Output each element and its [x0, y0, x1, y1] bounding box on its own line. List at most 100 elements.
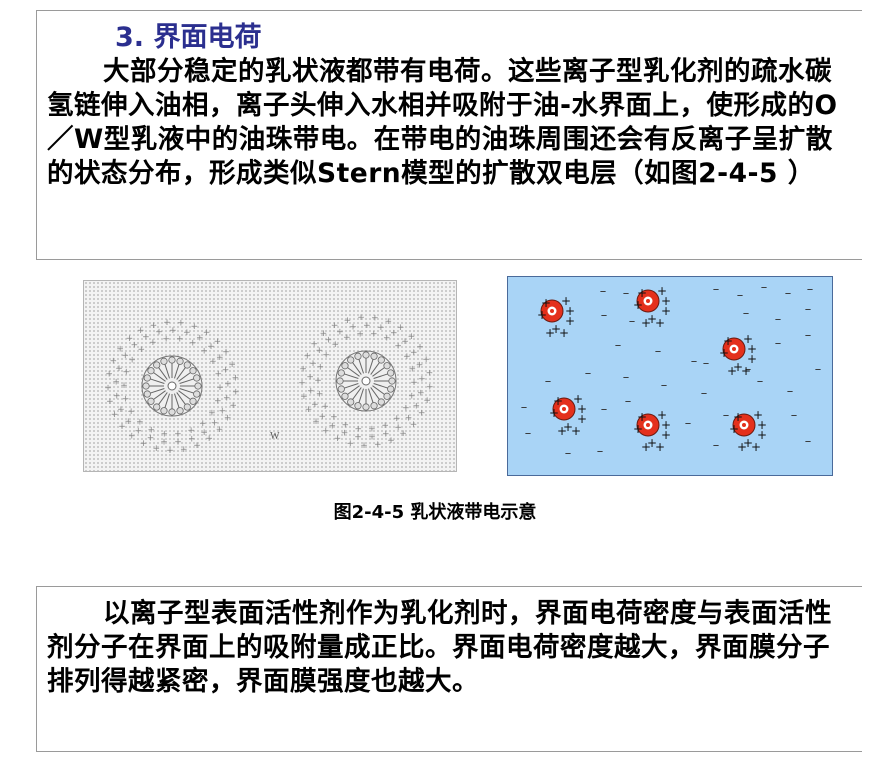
svg-text:+: + [549, 406, 559, 420]
svg-text:+: + [743, 332, 753, 346]
negative-ion: – [629, 314, 636, 329]
svg-text:+: + [408, 332, 416, 342]
svg-text:+: + [310, 339, 318, 349]
svg-text:+: + [347, 439, 355, 449]
svg-text:+: + [149, 338, 157, 348]
svg-text:+: + [647, 312, 657, 326]
svg-text:+: + [412, 402, 420, 412]
svg-text:+: + [128, 432, 136, 442]
svg-text:+: + [222, 366, 230, 376]
svg-text:+: + [331, 340, 339, 350]
svg-text:+: + [307, 387, 315, 397]
svg-text:+: + [733, 410, 743, 424]
svg-text:+: + [729, 422, 739, 436]
svg-text:+: + [304, 351, 312, 361]
svg-text:+: + [410, 348, 418, 358]
svg-text:+: + [577, 412, 587, 426]
svg-text:+: + [371, 314, 379, 324]
bottom-paragraph: 以离子型表面活性剂作为乳化剂时，界面电荷密度与表面活性剂分子在界面上的吸附量成正… [47, 598, 832, 697]
svg-text:+: + [188, 434, 196, 444]
svg-text:+: + [577, 402, 587, 416]
svg-text:+: + [418, 409, 426, 419]
svg-text:+: + [126, 334, 134, 344]
svg-text:+: + [216, 353, 224, 363]
svg-text:+: + [657, 284, 667, 298]
svg-text:+: + [166, 446, 174, 456]
svg-text:+: + [311, 400, 319, 410]
negative-ion: – [757, 374, 764, 389]
negative-ion: – [791, 408, 798, 423]
svg-text:+: + [410, 420, 418, 430]
svg-text:+: + [381, 421, 389, 431]
svg-text:+: + [128, 355, 136, 365]
svg-text:+: + [199, 419, 207, 429]
svg-text:+: + [216, 383, 224, 393]
svg-text:+: + [162, 334, 170, 344]
svg-text:+: + [177, 319, 185, 329]
negative-ion: – [785, 286, 792, 301]
svg-text:+: + [354, 432, 362, 442]
svg-text:+: + [573, 392, 583, 406]
svg-text:+: + [137, 326, 145, 336]
svg-text:+: + [747, 352, 757, 366]
negative-ion: – [805, 434, 812, 449]
svg-text:+: + [377, 323, 385, 333]
svg-text:+: + [423, 396, 431, 406]
svg-text:+: + [116, 344, 124, 354]
svg-text:+: + [115, 364, 123, 374]
svg-text:+: + [224, 414, 232, 424]
svg-text:+: + [393, 414, 401, 424]
svg-text:+: + [405, 413, 413, 423]
svg-text:+: + [360, 441, 368, 451]
negative-ion: – [691, 354, 698, 369]
svg-text:+: + [321, 402, 329, 412]
svg-text:+: + [719, 346, 729, 360]
svg-text:+: + [385, 317, 393, 327]
svg-text:+: + [200, 346, 208, 356]
svg-text:+: + [211, 418, 219, 428]
svg-text:+: + [565, 314, 575, 328]
svg-text:+: + [309, 359, 317, 369]
svg-text:+: + [661, 428, 671, 442]
svg-text:+: + [299, 365, 307, 375]
negative-ion: – [815, 362, 822, 377]
charged-oil-droplet: ++++++++ [537, 294, 575, 340]
svg-text:+: + [363, 321, 371, 331]
svg-text:+: + [561, 294, 571, 308]
svg-text:+: + [753, 408, 763, 422]
svg-text:+: + [541, 296, 551, 310]
negative-ion: – [805, 328, 812, 343]
svg-text:+: + [124, 417, 132, 427]
negative-ion: – [775, 312, 782, 327]
svg-text:+: + [641, 316, 651, 330]
negative-ion: – [805, 302, 812, 317]
svg-text:+: + [330, 413, 338, 423]
svg-text:+: + [203, 328, 211, 338]
svg-text:+: + [751, 440, 761, 454]
svg-text:+: + [637, 286, 647, 300]
svg-text:+: + [147, 425, 155, 435]
svg-text:+: + [169, 326, 177, 336]
charged-oil-droplet: ++++++++ [549, 392, 587, 438]
svg-text:+: + [104, 384, 112, 394]
svg-text:+: + [387, 436, 395, 446]
svg-text:+: + [214, 396, 222, 406]
svg-text:+: + [416, 343, 424, 353]
svg-text:+: + [207, 342, 215, 352]
svg-text:+: + [196, 333, 204, 343]
svg-text:+: + [537, 308, 547, 322]
svg-text:+: + [153, 444, 161, 454]
svg-text:+: + [174, 430, 182, 440]
svg-text:+: + [397, 323, 405, 333]
negative-ion: – [525, 426, 532, 441]
svg-text:+: + [410, 378, 418, 388]
svg-text:+: + [160, 437, 168, 447]
svg-text:+: + [571, 424, 581, 438]
svg-text:+: + [417, 388, 425, 398]
svg-text:+: + [563, 420, 573, 434]
svg-text:+: + [655, 440, 665, 454]
svg-text:+: + [331, 321, 339, 331]
svg-text:+: + [183, 328, 191, 338]
negative-ion: – [655, 344, 662, 359]
svg-text:+: + [208, 409, 216, 419]
